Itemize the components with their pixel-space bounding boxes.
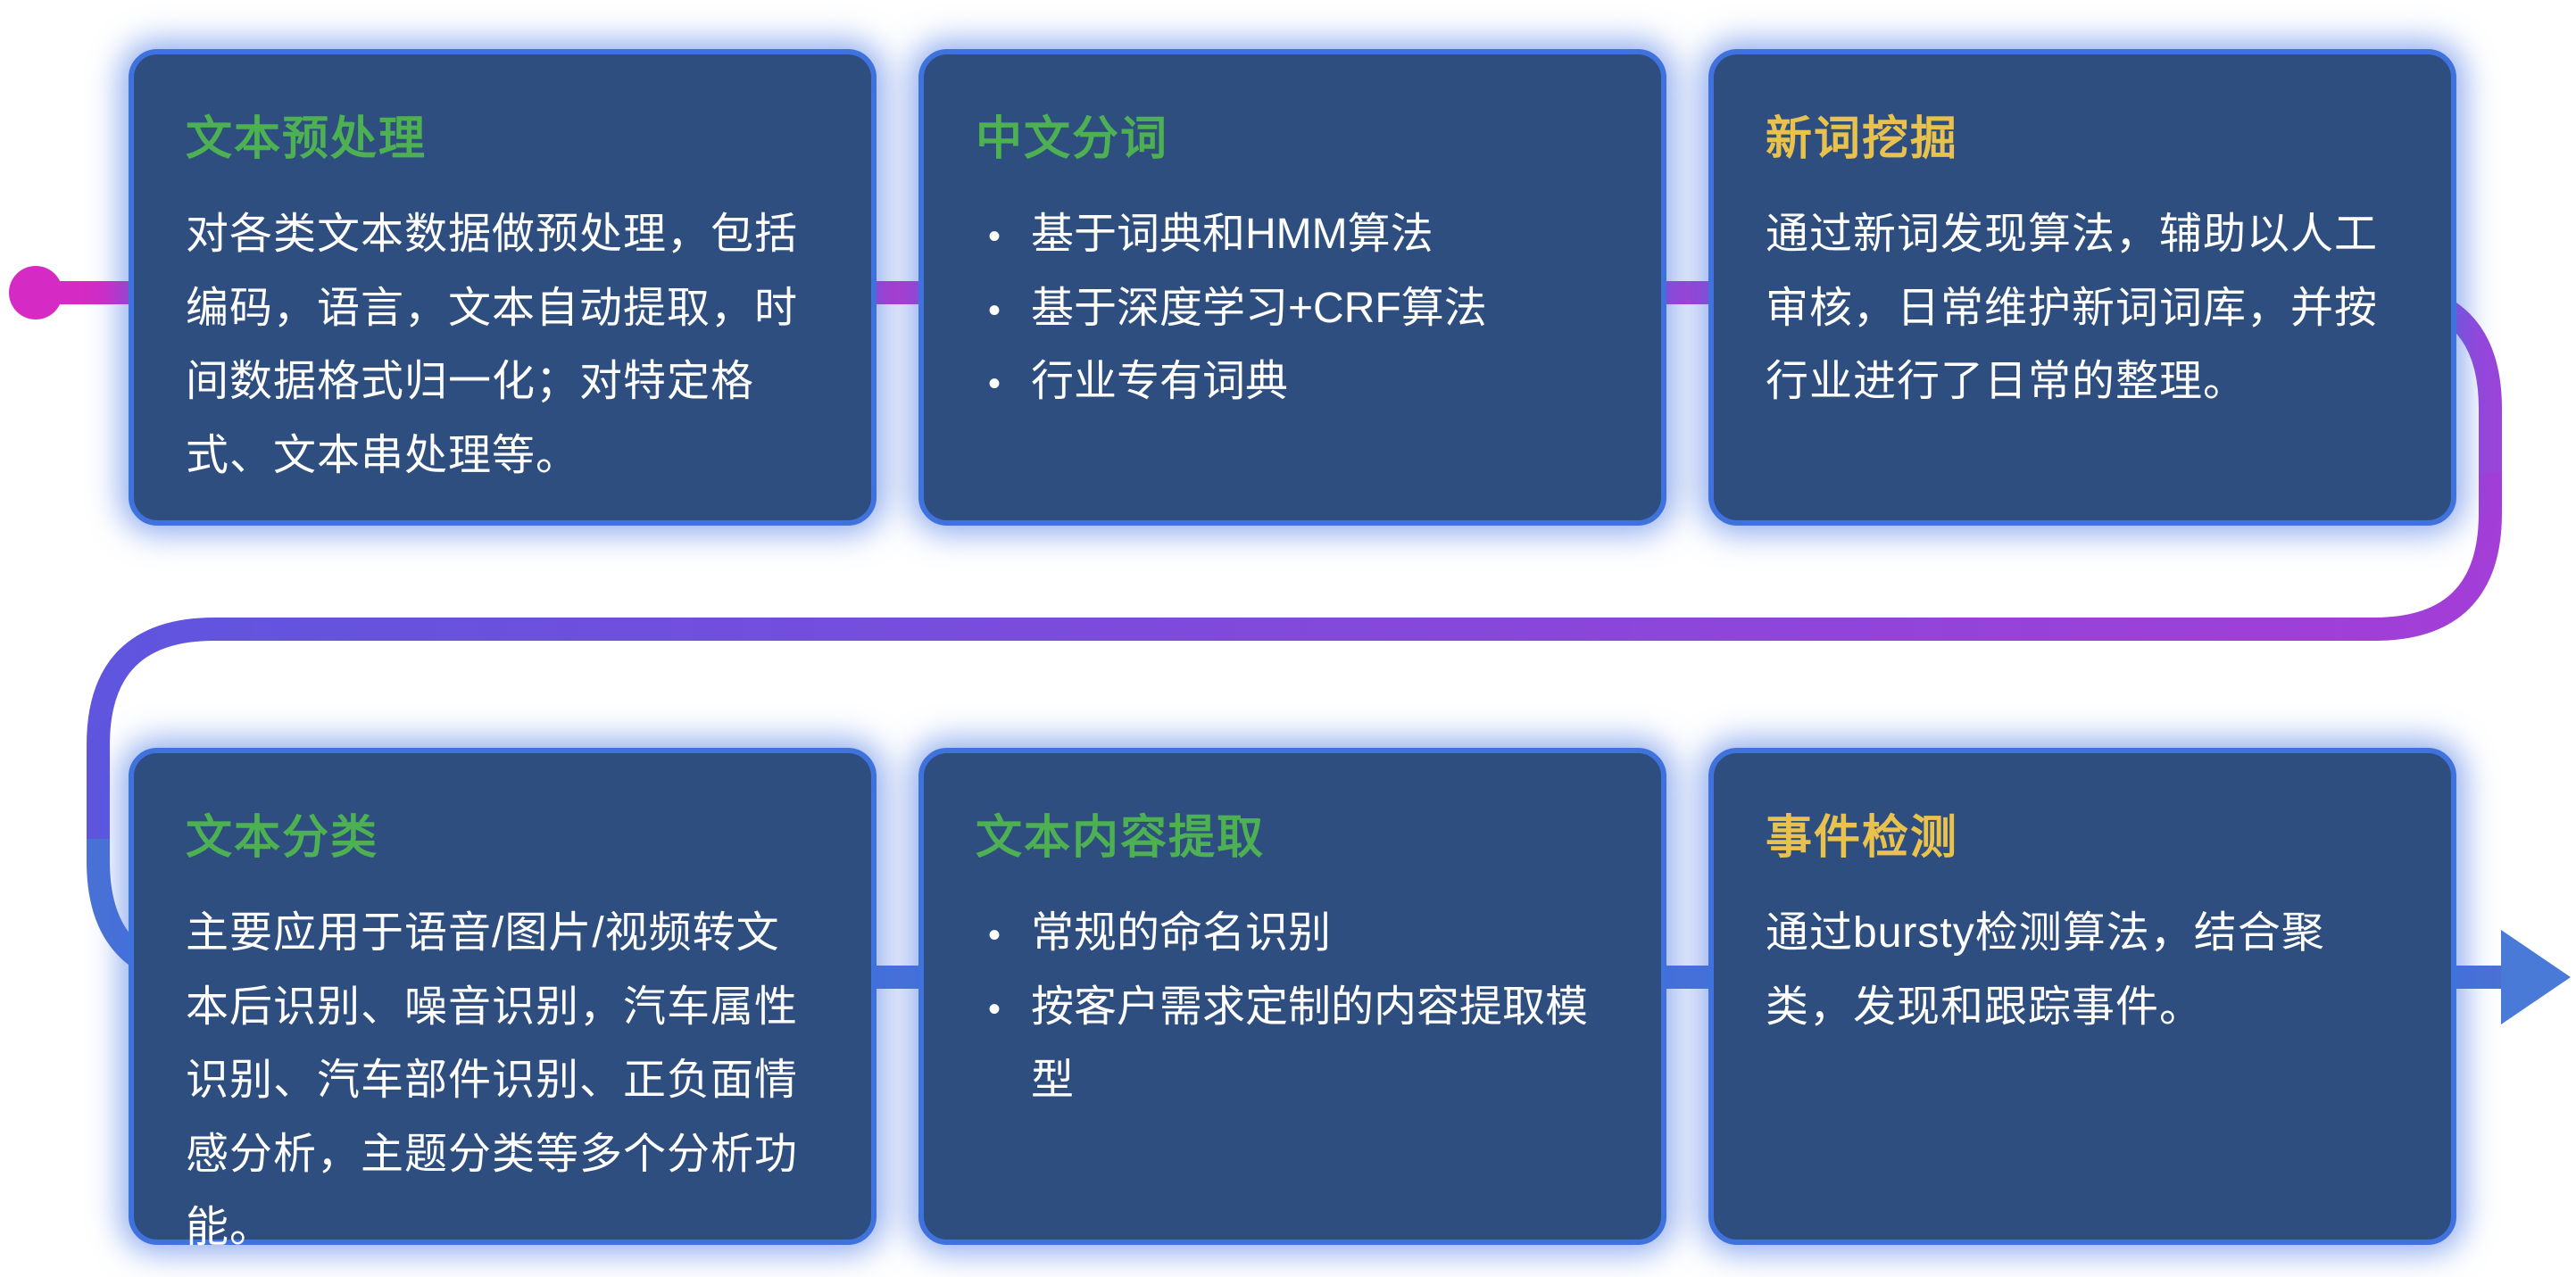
bullet-list: • 常规的命名识别 • 按客户需求定制的内容提取模型 bbox=[976, 897, 1609, 1118]
card-text-preprocessing: 文本预处理 对各类文本数据做预处理，包括编码，语言，文本自动提取，时间数据格式归… bbox=[129, 49, 877, 526]
card-title: 文本分类 bbox=[186, 812, 379, 864]
card-title: 文本预处理 bbox=[186, 113, 428, 165]
flow-line-middle bbox=[87, 455, 2502, 857]
card-new-word-mining: 新词挖掘 通过新词发现算法，辅助以人工审核，日常维护新词词库，并按行业进行了日常… bbox=[1708, 49, 2456, 526]
bullet-item: • 按客户需求定制的内容提取模型 bbox=[976, 971, 1609, 1118]
card-event-detection: 事件检测 通过bursty检测算法，结合聚类，发现和跟踪事件。 bbox=[1708, 748, 2456, 1245]
bullet-dot-icon: • bbox=[988, 989, 1001, 1029]
flow-start-dot bbox=[9, 266, 62, 319]
bullet-item: • 常规的命名识别 bbox=[976, 897, 1609, 971]
card-body-text: 通过bursty检测算法，结合聚类，发现和跟踪事件。 bbox=[1766, 909, 2325, 1031]
card-title: 中文分词 bbox=[976, 113, 1169, 165]
bullet-dot-icon: • bbox=[988, 364, 1001, 404]
bullet-item: • 基于词典和HMM算法 bbox=[976, 198, 1609, 272]
bullet-text: 基于深度学习+CRF算法 bbox=[1031, 284, 1487, 332]
bullet-text: 行业专有词典 bbox=[1031, 358, 1289, 406]
card-title: 事件检测 bbox=[1766, 812, 1959, 864]
card-text-classification: 文本分类 主要应用于语音/图片/视频转文本后识别、噪音识别，汽车属性识别、汽车部… bbox=[129, 748, 877, 1251]
bullet-dot-icon: • bbox=[988, 290, 1001, 330]
bullet-dot-icon: • bbox=[988, 217, 1001, 256]
flow-arrow-icon bbox=[2501, 930, 2571, 1024]
card-body-text: 对各类文本数据做预处理，包括编码，语言，文本自动提取，时间数据格式归一化；对特定… bbox=[186, 211, 799, 479]
card-title: 文本内容提取 bbox=[976, 812, 1266, 864]
card-body-text: 通过新词发现算法，辅助以人工审核，日常维护新词词库，并按行业进行了日常的整理。 bbox=[1766, 211, 2379, 406]
bullet-item: • 行业专有词典 bbox=[976, 345, 1609, 419]
card-title: 新词挖掘 bbox=[1766, 113, 1959, 165]
card-body-text: 主要应用于语音/图片/视频转文本后识别、噪音识别，汽车属性识别、汽车部件识别、正… bbox=[186, 909, 799, 1252]
bullet-dot-icon: • bbox=[988, 916, 1001, 955]
card-text-content-extraction: 文本内容提取 • 常规的命名识别 • 按客户需求定制的内容提取模型 bbox=[918, 748, 1666, 1245]
bullet-item: • 基于深度学习+CRF算法 bbox=[976, 272, 1609, 346]
bullet-text: 常规的命名识别 bbox=[1031, 909, 1332, 957]
bullet-text: 基于词典和HMM算法 bbox=[1031, 211, 1433, 258]
bullet-list: • 基于词典和HMM算法 • 基于深度学习+CRF算法 • 行业专有词典 bbox=[976, 198, 1609, 419]
bullet-text: 按客户需求定制的内容提取模型 bbox=[1031, 983, 1589, 1105]
card-chinese-word-segmentation: 中文分词 • 基于词典和HMM算法 • 基于深度学习+CRF算法 • 行业专有词… bbox=[918, 49, 1666, 526]
